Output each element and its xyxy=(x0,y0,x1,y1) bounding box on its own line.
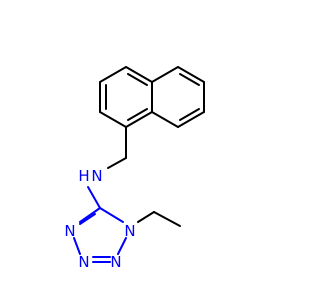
bond xyxy=(179,73,200,86)
bond xyxy=(107,157,127,169)
bond xyxy=(151,111,179,128)
bond xyxy=(125,111,153,128)
bond xyxy=(127,73,148,86)
atom-label-nh: N H xyxy=(78,167,102,185)
atom-n-amine-hydrogen: H xyxy=(78,167,89,185)
bond xyxy=(137,211,155,223)
bond xyxy=(99,207,124,223)
bond xyxy=(87,186,101,209)
bond xyxy=(79,207,101,223)
atom-n3: N xyxy=(78,253,89,271)
bond xyxy=(127,108,148,121)
structure-diagram: N H N N N N xyxy=(64,66,205,271)
bond xyxy=(99,66,127,83)
atom-labels: N H N N N N xyxy=(64,167,135,271)
bond xyxy=(177,66,205,83)
atom-n2: N xyxy=(64,222,75,240)
bond xyxy=(125,66,153,83)
bond xyxy=(153,211,181,227)
bond xyxy=(151,66,179,83)
bonds xyxy=(73,66,205,263)
atom-n1: N xyxy=(124,222,135,240)
bond xyxy=(117,237,127,255)
bond xyxy=(99,111,127,128)
bond xyxy=(177,111,205,128)
bond xyxy=(73,237,81,255)
bond xyxy=(179,108,200,121)
bond xyxy=(79,213,96,225)
atom-n4: N xyxy=(110,253,121,271)
atom-n-amine-symbol: N xyxy=(91,167,102,185)
